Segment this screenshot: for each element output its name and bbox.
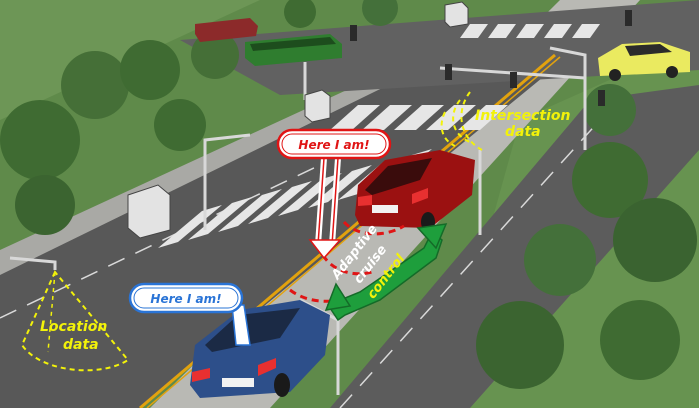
location-data-label-line1: Location (40, 319, 107, 335)
far-road (180, 0, 699, 95)
lane-line-right (339, 119, 601, 408)
red-callout-text: Here I am! (298, 138, 369, 152)
intersection-sensor-arcs (440, 91, 483, 151)
kiosks (127, 1, 469, 239)
blue-callout: Here I am! (128, 282, 244, 314)
intersection-data-label-line2: data (505, 124, 541, 140)
yellow-car (598, 42, 690, 81)
blue-car (190, 300, 330, 398)
red-pointer-arrow (308, 157, 342, 260)
main-road (0, 45, 570, 408)
crosswalk-top (460, 24, 600, 38)
blue-callout-text: Here I am! (150, 292, 221, 306)
location-data-cone (20, 270, 130, 372)
traffic-signals (350, 10, 632, 106)
crosswalk-far (330, 105, 508, 130)
location-data-label-line2: data (63, 337, 99, 353)
trees (0, 0, 697, 389)
intersection-data-label-line1: Intersection (475, 108, 571, 124)
red-detection-arcs (289, 220, 405, 303)
green-bus (245, 34, 342, 66)
red-car (355, 150, 475, 232)
red-callout: Here I am! (276, 128, 392, 160)
red-bus (195, 18, 258, 42)
acc-arrow (324, 223, 448, 322)
